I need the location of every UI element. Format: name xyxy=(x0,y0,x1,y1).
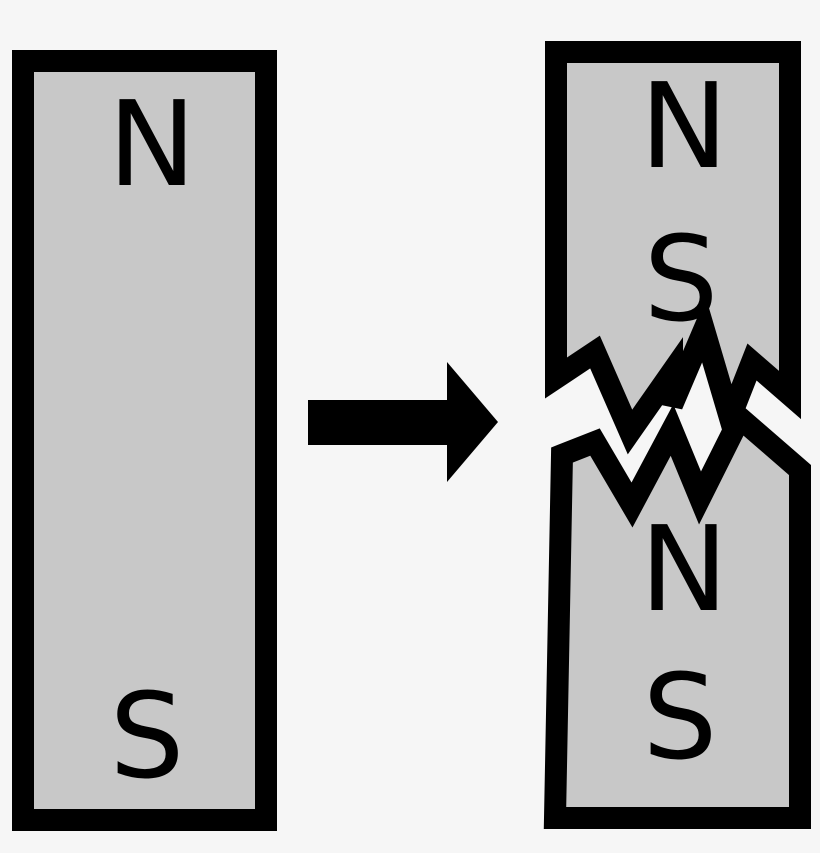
whole-magnet-body xyxy=(12,50,277,831)
right-arrow-icon xyxy=(308,362,498,482)
bottom-piece-north-label: N xyxy=(640,500,728,638)
whole-magnet-south-label: S xyxy=(110,667,185,805)
broken-magnet-top-piece: N S xyxy=(545,41,801,455)
bottom-piece-south-label: S xyxy=(643,648,718,786)
top-piece-south-label: S xyxy=(644,210,719,348)
whole-magnet-north-label: N xyxy=(108,75,196,213)
bottom-piece-body xyxy=(543,400,811,829)
arrow-head xyxy=(447,362,498,482)
arrow-shaft xyxy=(308,400,453,445)
top-piece-north-label: N xyxy=(640,57,728,195)
top-piece-body xyxy=(545,41,801,455)
whole-magnet: N S xyxy=(12,50,277,831)
broken-magnet-bottom-piece: N S xyxy=(543,400,811,829)
